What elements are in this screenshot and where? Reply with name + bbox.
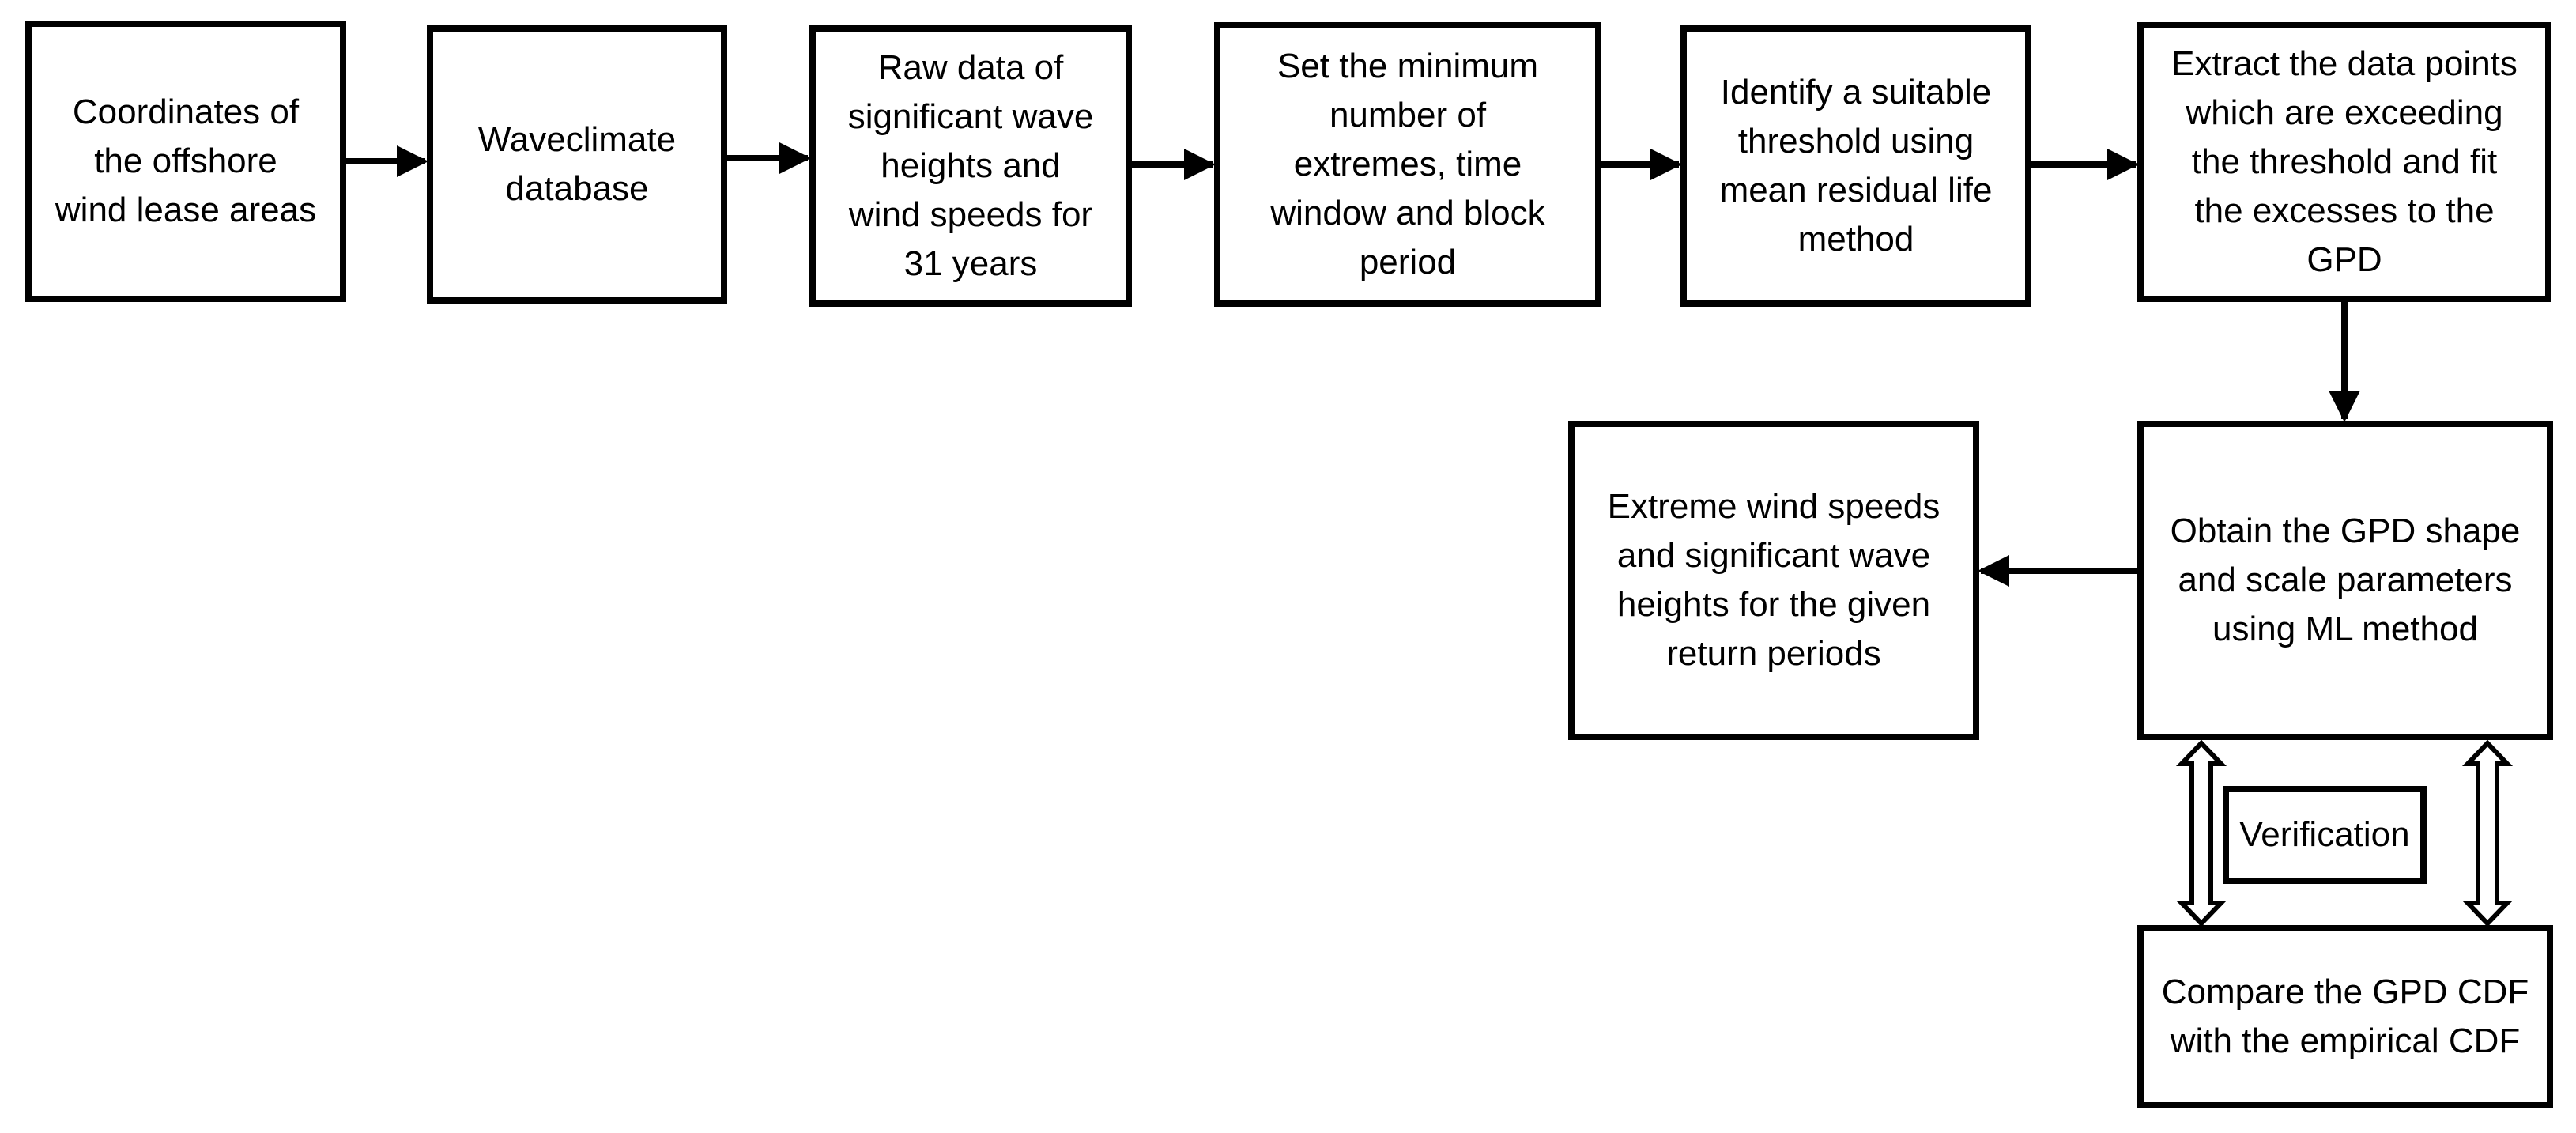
box-coordinates: Coordinates of the offshore wind lease a… [25, 21, 346, 302]
box-verification-text: Verification [2239, 815, 2410, 854]
box-identify-threshold-text: Identify a suitable threshold using mean… [1719, 73, 1993, 259]
box-coordinates-text: Coordinates of the offshore wind lease a… [55, 93, 317, 229]
box-extract-points: Extract the data points which are exceed… [2137, 22, 2551, 302]
box-obtain-gpd-text: Obtain the GPD shape and scale parameter… [2170, 512, 2521, 648]
box-obtain-gpd: Obtain the GPD shape and scale parameter… [2137, 421, 2553, 740]
box-waveclimate-database-text: Waveclimate database [477, 120, 677, 208]
box-verification: Verification [2223, 786, 2427, 884]
box-compare-cdf: Compare the GPD CDF with the empirical C… [2137, 925, 2553, 1108]
box-extract-points-text: Extract the data points which are exceed… [2171, 44, 2518, 279]
box-identify-threshold: Identify a suitable threshold using mean… [1680, 25, 2031, 307]
box-set-minimum-text: Set the minimum number of extremes, time… [1270, 47, 1545, 281]
double-arrow-left [2175, 739, 2227, 927]
box-raw-data-text: Raw data of significant wave heights and… [847, 48, 1094, 283]
box-extreme-values-text: Extreme wind speeds and significant wave… [1607, 487, 1940, 673]
box-set-minimum: Set the minimum number of extremes, time… [1214, 22, 1601, 307]
box-waveclimate-database: Waveclimate database [427, 25, 727, 304]
box-raw-data: Raw data of significant wave heights and… [809, 25, 1132, 307]
box-compare-cdf-text: Compare the GPD CDF with the empirical C… [2161, 972, 2529, 1060]
double-arrow-right [2461, 739, 2514, 927]
box-extreme-values: Extreme wind speeds and significant wave… [1568, 421, 1979, 740]
